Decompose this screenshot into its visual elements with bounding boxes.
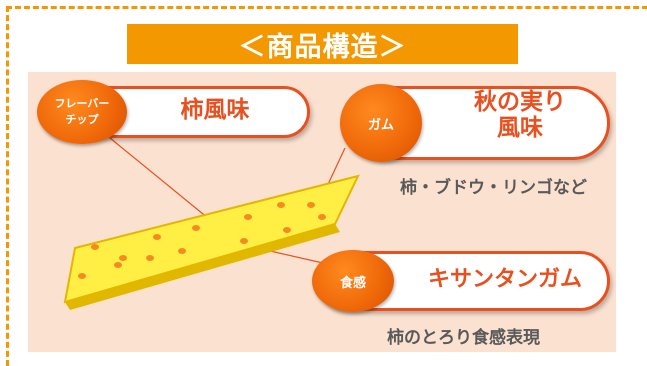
flavor-chip-badge: フレーバー チップ [37,80,127,144]
flavor-chip-label: 柿風味 [180,97,250,123]
flavor-chip-dot [91,244,99,250]
texture-badge: 食感 [312,250,394,312]
flavor-chip-dot [283,227,291,233]
flavor-chip-dot [307,202,315,208]
page-title: ＜商品構造＞ [127,24,518,64]
flavor-chip-dots [78,202,326,279]
flavor-chip-dot [178,248,186,254]
dashed-frame [6,6,647,366]
flavor-chip-dot [318,214,326,220]
gum-caption: 柿・ブドウ・リンゴなど [400,178,587,198]
flavor-chip-dot [192,225,200,231]
gum-label: 秋の実り 風味 [474,89,566,142]
texture-label: キサンタンガム [427,267,582,292]
gum-strip-side [65,224,340,310]
gum-strip [63,174,360,304]
flavor-chip-dot [277,202,285,208]
flavor-chip-dot [119,255,127,261]
flavor-chip-dot [240,238,248,244]
flavor-chip-dot [78,273,86,279]
flavor-chip-dot [244,214,252,220]
texture-caption: 柿のとろり食感表現 [387,328,540,348]
flavor-chip-dot [146,255,154,261]
gum-badge: ガム [340,84,422,162]
flavor-chip-dot [153,234,161,240]
flavor-chip-dot [114,262,122,268]
